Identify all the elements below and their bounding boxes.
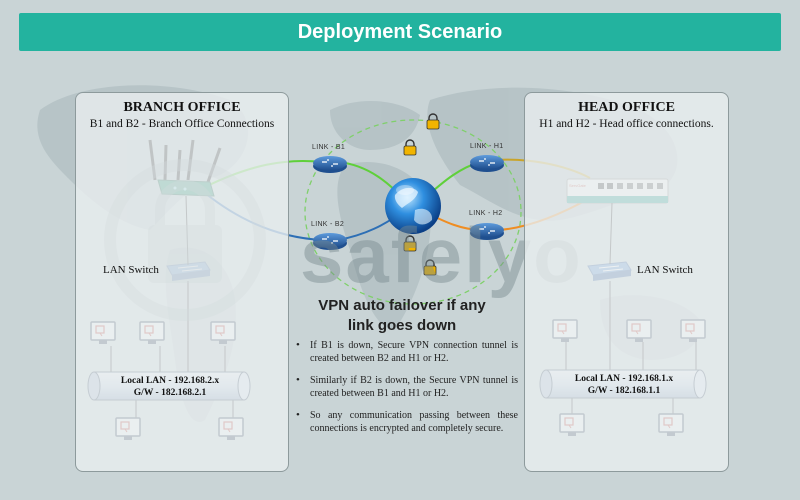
list-item: Similarly if B2 is down, the Secure VPN …	[296, 374, 518, 400]
head-lan-gateway: G/W - 182.168.1.1	[587, 386, 661, 396]
branch-office-title: BRANCH OFFICE	[123, 100, 241, 115]
head-lan-subnet: Local LAN - 192.168.1.x	[574, 374, 674, 384]
branch-office-panel: BRANCH OFFICE B1 and B2 - Branch Office …	[75, 92, 289, 472]
branch-lan-subnet: Local LAN - 192.168.2.x	[120, 376, 220, 386]
padlock-icon	[426, 113, 440, 130]
head-lan-switch-label: LAN Switch	[637, 264, 693, 276]
failover-heading: VPN auto failover if any link goes down	[290, 296, 514, 336]
router-b1-icon	[313, 156, 347, 173]
branch-office-subtitle: B1 and B2 - Branch Office Connections	[89, 118, 275, 130]
head-office-panel: HEAD OFFICE H1 and H2 - Head office conn…	[524, 92, 729, 472]
router-b2-icon	[313, 233, 347, 250]
branch-lan-gateway: G/W - 182.168.2.1	[133, 388, 207, 398]
head-office-title: HEAD OFFICE	[578, 100, 675, 115]
link-b2-label: LINK - B2	[311, 221, 345, 228]
vpn-tunnel-ring	[304, 119, 522, 305]
padlock-icon	[423, 259, 437, 276]
failover-heading-line2: link goes down	[347, 317, 457, 334]
link-b1-label: LINK - B1	[312, 144, 346, 151]
head-lan-info: Local LAN - 192.168.1.x G/W - 182.168.1.…	[552, 373, 696, 397]
branch-lan-switch-label: LAN Switch	[103, 264, 159, 276]
list-item: If B1 is down, Secure VPN connection tun…	[296, 339, 518, 365]
failover-heading-line1: VPN auto failover if any	[318, 297, 486, 314]
branch-lan-info: Local LAN - 192.168.2.x G/W - 182.168.2.…	[100, 375, 240, 399]
list-item: So any communication passing between the…	[296, 409, 518, 435]
page-title: Deployment Scenario	[19, 13, 781, 51]
router-h1-icon	[470, 155, 504, 172]
link-h2-label: LINK - H2	[469, 210, 503, 217]
head-office-subtitle: H1 and H2 - Head office connections.	[539, 118, 714, 130]
padlock-icon	[403, 235, 417, 252]
padlock-icon	[403, 139, 417, 156]
router-h2-icon	[470, 223, 504, 240]
internet-globe-icon	[385, 178, 441, 234]
failover-bullet-list: If B1 is down, Secure VPN connection tun…	[296, 339, 518, 444]
link-h1-label: LINK - H1	[470, 143, 504, 150]
